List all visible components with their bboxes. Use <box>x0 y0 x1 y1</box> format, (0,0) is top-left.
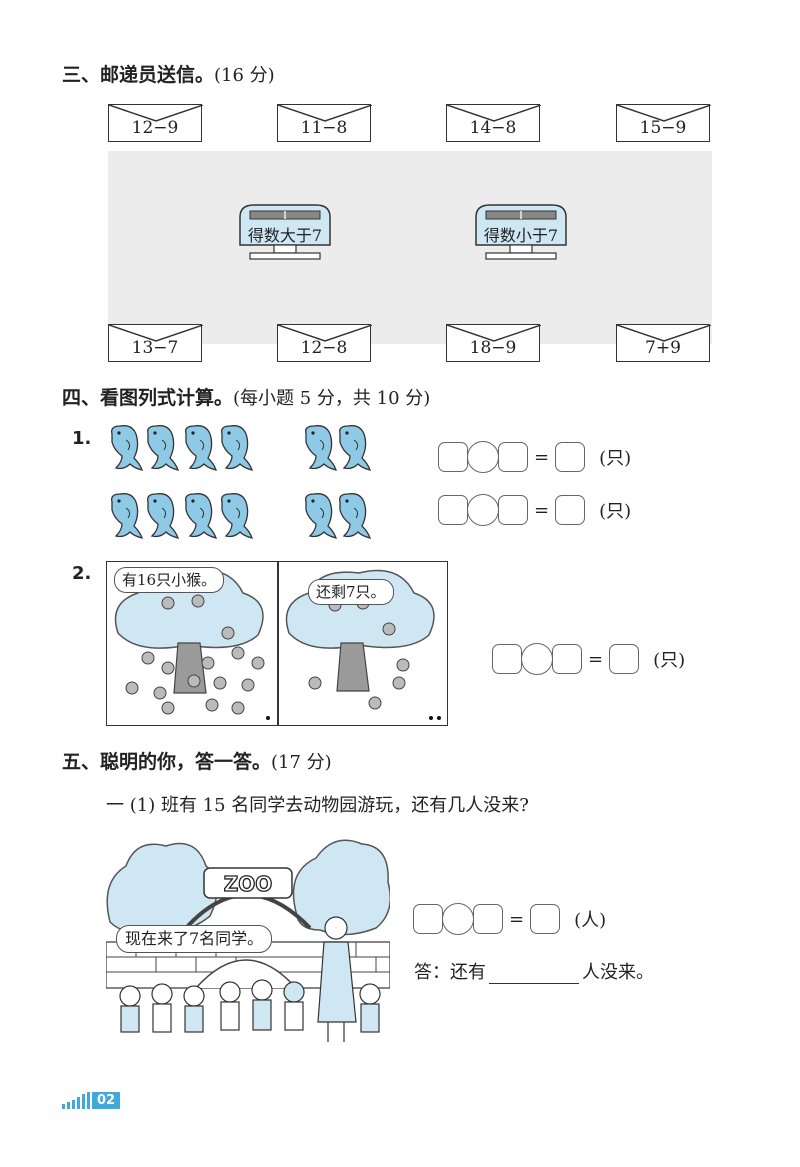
speech-bubble-left: 有16只小猴。 <box>114 567 225 593</box>
envelope-bottom-1[interactable]: 13−7 <box>108 324 203 362</box>
zoo-sign-text: ZOO <box>224 872 273 896</box>
mailbox-right[interactable]: 得数小于7 <box>472 201 570 263</box>
envelope-top-1[interactable]: 12−9 <box>108 104 203 142</box>
envelope-expression: 12−9 <box>131 118 179 138</box>
section5-title: 五、聪明的你，答一答。 <box>62 751 272 773</box>
envelope-flap-icon <box>617 105 711 122</box>
operator-circle[interactable] <box>442 903 474 935</box>
section3-score: (16 分) <box>214 65 275 86</box>
unit-label: (只) <box>599 501 632 522</box>
envelope-top-4[interactable]: 15−9 <box>616 104 711 142</box>
envelope-bottom-4[interactable]: 7+9 <box>616 324 711 362</box>
unit-label: (只) <box>653 650 686 671</box>
section5-score: (17 分) <box>271 752 332 773</box>
answer-box[interactable] <box>438 442 468 472</box>
answer-box[interactable] <box>552 644 582 674</box>
speech-bubble-right: 还剩7只。 <box>308 579 394 605</box>
dolphins-illustration <box>111 425 371 539</box>
envelope-flap-icon <box>447 325 541 342</box>
envelope-expression: 18−9 <box>469 338 517 358</box>
envelope-top-3[interactable]: 14−8 <box>446 104 541 142</box>
q1-equation-row-2: = (只) <box>438 494 631 526</box>
dolphin-group-bottom-right <box>305 493 371 539</box>
bars-icon <box>62 1092 92 1109</box>
envelope-bottom-3[interactable]: 18−9 <box>446 324 541 362</box>
result-box[interactable] <box>609 644 640 674</box>
section5-equation-row: = (人) <box>413 903 606 935</box>
mailbox-left[interactable]: 得数大于7 <box>236 201 334 263</box>
dolphin-group-bottom-left <box>111 493 253 539</box>
answer-box[interactable] <box>473 904 503 934</box>
answer-box[interactable] <box>498 495 528 525</box>
section4-heading: 四、看图列式计算。(每小题 5 分，共 10 分) <box>62 383 430 410</box>
answer-blank[interactable] <box>489 963 579 984</box>
envelope-flap-icon <box>278 105 372 122</box>
envelope-expression: 13−7 <box>131 338 179 358</box>
mailbox-right-label: 得数小于7 <box>483 226 559 245</box>
mailbox-left-label: 得数大于7 <box>247 226 323 245</box>
envelope-expression: 14−8 <box>469 118 517 138</box>
q2-number: 2. <box>72 563 92 584</box>
answer-box[interactable] <box>438 495 468 525</box>
equals-sign: = <box>534 499 550 521</box>
result-box[interactable] <box>555 442 586 472</box>
envelope-flap-icon <box>109 105 203 122</box>
envelope-expression: 12−8 <box>300 338 348 358</box>
answer-suffix: 人没来。 <box>582 962 654 983</box>
mailbox-icon <box>239 204 331 260</box>
section4-title: 四、看图列式计算。 <box>62 387 234 409</box>
result-box[interactable] <box>530 904 561 934</box>
answer-line-row: 答：还有 人没来。 <box>414 958 654 984</box>
envelope-bottom-2[interactable]: 12−8 <box>277 324 372 362</box>
section5-heading: 五、聪明的你，答一答。(17 分) <box>62 747 332 774</box>
q1-number: 1. <box>72 428 92 449</box>
operator-circle[interactable] <box>467 441 499 473</box>
unit-label: (只) <box>599 448 632 469</box>
envelope-expression: 15−9 <box>639 118 687 138</box>
envelope-flap-icon <box>278 325 372 342</box>
equals-sign: = <box>534 446 550 468</box>
operator-circle[interactable] <box>521 643 553 675</box>
speech-bubble-zoo: 现在来了7名同学。 <box>116 925 273 953</box>
envelope-expression: 11−8 <box>300 118 348 138</box>
result-box[interactable] <box>555 495 586 525</box>
dolphin-group-top-left <box>111 425 253 471</box>
mailbox-area <box>108 151 712 344</box>
dolphin-group-top-right <box>305 425 371 471</box>
answer-box[interactable] <box>413 904 443 934</box>
picture-divider <box>277 562 279 725</box>
answer-box[interactable] <box>498 442 528 472</box>
q2-equation-row: = (只) <box>492 643 685 675</box>
equals-sign: = <box>509 908 525 930</box>
section4-score: (每小题 5 分，共 10 分) <box>233 388 431 409</box>
envelope-expression: 7+9 <box>645 338 681 358</box>
page-number: 02 <box>92 1092 120 1109</box>
q1-equation-row-1: = (只) <box>438 441 631 473</box>
envelope-flap-icon <box>447 105 541 122</box>
unit-label: (人) <box>574 910 607 931</box>
equals-sign: = <box>588 648 604 670</box>
operator-circle[interactable] <box>467 494 499 526</box>
envelope-flap-icon <box>617 325 711 342</box>
mailbox-icon <box>475 204 567 260</box>
answer-box[interactable] <box>492 644 522 674</box>
section3-heading: 三、邮递员送信。(16 分) <box>62 60 275 87</box>
envelope-top-2[interactable]: 11−8 <box>277 104 372 142</box>
envelope-flap-icon <box>109 325 203 342</box>
section5-question: 一 (1) 班有 15 名同学去动物园游玩，还有几人没来? <box>106 795 529 816</box>
answer-prefix: 答：还有 <box>414 962 486 983</box>
section3-title: 三、邮递员送信。 <box>62 64 215 86</box>
